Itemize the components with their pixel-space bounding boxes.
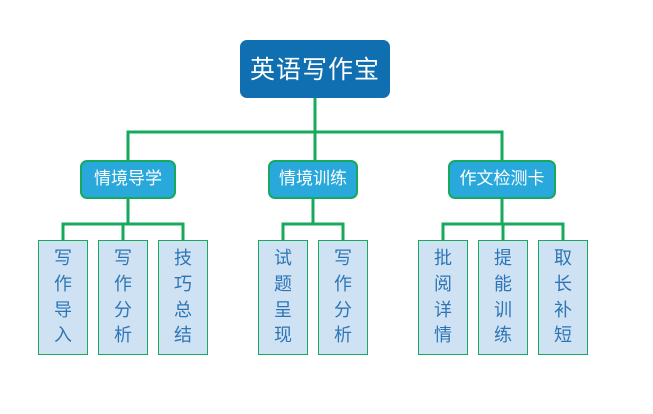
leaf-node-char: 结: [174, 325, 192, 347]
leaf-node-char: 试: [274, 248, 292, 270]
leaf-node-char: 取: [554, 248, 572, 270]
leaf-node-3-1[interactable]: 批阅详情: [418, 240, 468, 355]
leaf-node-char: 作: [54, 273, 72, 295]
leaf-node-char: 写: [54, 248, 72, 270]
root-node-label: 英语写作宝: [249, 54, 380, 84]
leaf-node-3-2[interactable]: 提能训练: [478, 240, 528, 355]
leaf-node-1-3[interactable]: 技巧总结: [158, 240, 208, 355]
leaf-node-char: 题: [274, 273, 292, 295]
leaf-node-char: 批: [434, 248, 452, 270]
leaf-node-char: 入: [54, 325, 72, 347]
leaf-node-char: 写: [114, 248, 132, 270]
leaf-node-1-1[interactable]: 写作导入: [38, 240, 88, 355]
leaf-node-2-2[interactable]: 写作分析: [318, 240, 368, 355]
leaf-node-char: 析: [334, 325, 352, 347]
leaf-node-char: 分: [334, 299, 352, 321]
branch-node-3-label: 作文检测卡: [459, 169, 545, 189]
leaf-node-char: 析: [114, 325, 132, 347]
leaf-node-char: 作: [114, 273, 132, 295]
leaf-node-char: 现: [274, 325, 292, 347]
leaf-node-char: 长: [554, 273, 572, 295]
leaf-node-char: 技: [174, 248, 192, 270]
root-node[interactable]: 英语写作宝: [240, 40, 390, 98]
branch-node-2[interactable]: 情境训练: [268, 160, 358, 199]
leaf-node-char: 阅: [434, 273, 452, 295]
leaf-node-char: 写: [334, 248, 352, 270]
leaf-node-char: 补: [554, 299, 572, 321]
branch-node-1-label: 情境导学: [94, 169, 162, 189]
leaf-node-char: 训: [494, 299, 512, 321]
leaf-node-char: 分: [114, 299, 132, 321]
leaf-node-char: 练: [494, 325, 512, 347]
leaf-node-3-3[interactable]: 取长补短: [538, 240, 588, 355]
leaf-node-char: 能: [494, 273, 512, 295]
leaf-node-char: 总: [174, 299, 192, 321]
leaf-node-char: 提: [494, 248, 512, 270]
leaf-node-1-2[interactable]: 写作分析: [98, 240, 148, 355]
branch-node-1[interactable]: 情境导学: [80, 160, 176, 199]
branch-node-2-label: 情境训练: [279, 169, 347, 189]
leaf-node-char: 导: [54, 299, 72, 321]
leaf-node-char: 呈: [274, 299, 292, 321]
leaf-node-char: 作: [334, 273, 352, 295]
branch-node-3[interactable]: 作文检测卡: [448, 160, 556, 199]
leaf-node-2-1[interactable]: 试题呈现: [258, 240, 308, 355]
leaf-node-char: 情: [434, 325, 452, 347]
leaf-node-char: 详: [434, 299, 452, 321]
leaf-node-char: 巧: [174, 273, 192, 295]
leaf-node-char: 短: [554, 325, 572, 347]
